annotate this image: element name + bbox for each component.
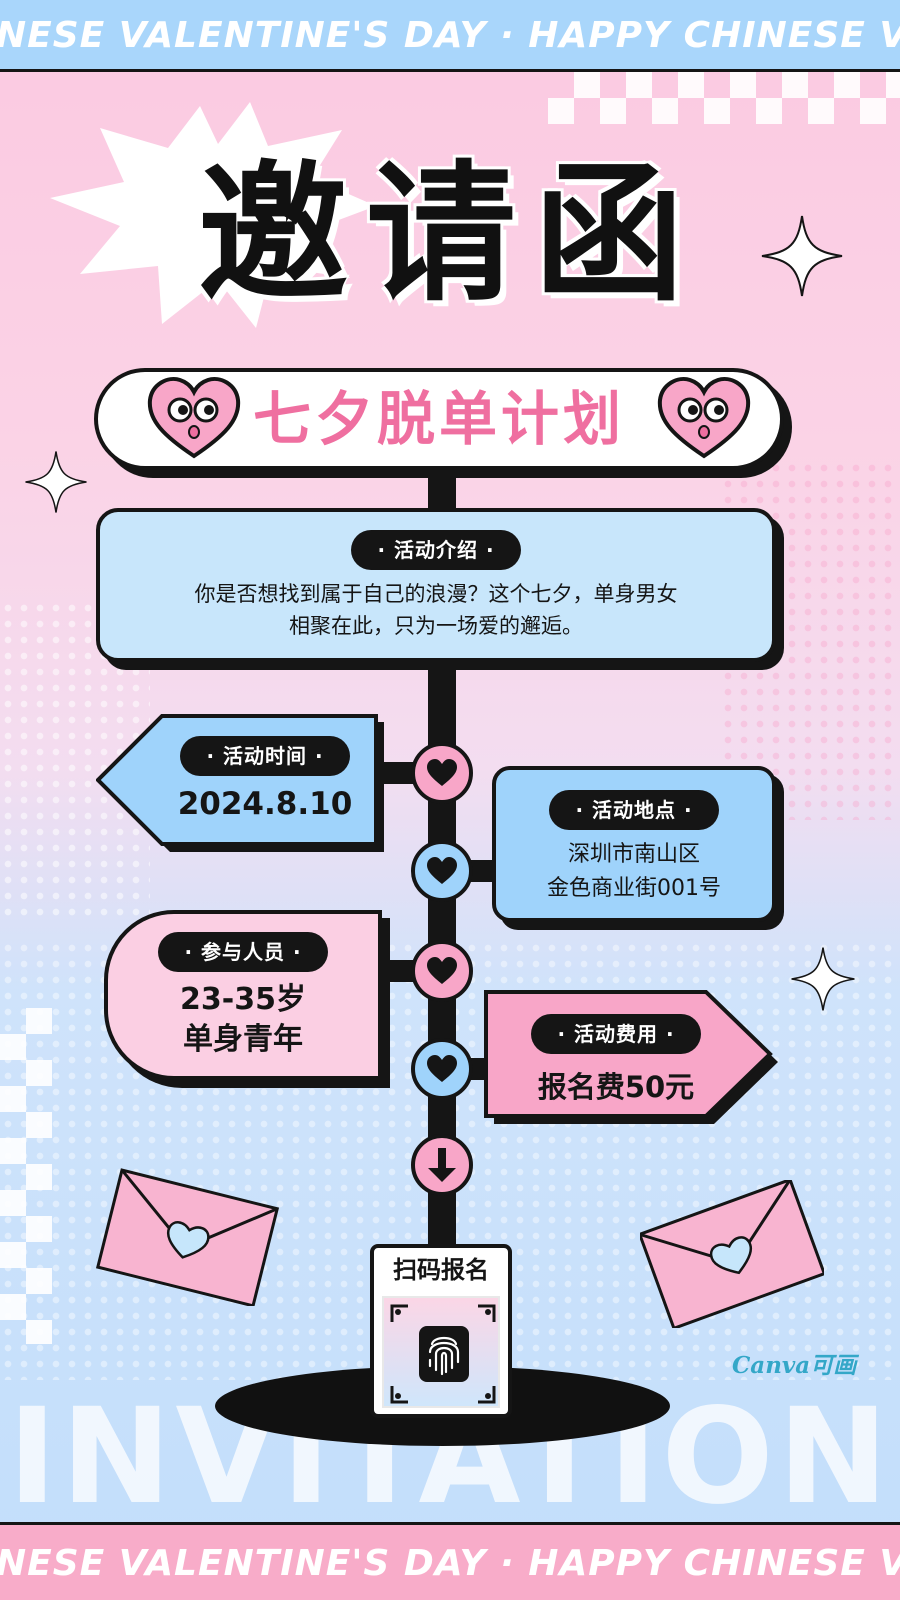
signup-label: 扫码报名 (393, 1256, 489, 1284)
heart-node (411, 742, 473, 804)
signup-board: 扫码报名 (370, 1244, 512, 1418)
heart-node (411, 940, 473, 1002)
fingerprint-icon (390, 1304, 496, 1404)
heart-icon (427, 957, 457, 984)
bottom-marquee-text: NESE VALENTINE'S DAY · HAPPY CHINESE VAL… (0, 1543, 900, 1584)
location-card: · 活动地点 · 深圳市南山区 金色商业街001号 (492, 766, 776, 922)
sparkle-icon (791, 947, 855, 1011)
participants-label: · 参与人员 · (158, 932, 328, 972)
participants-card: · 参与人员 · 23-35岁 单身青年 (104, 910, 382, 1080)
heart-icon (427, 759, 457, 786)
envelope-icon (96, 1168, 280, 1306)
sparkle-icon (761, 215, 843, 297)
top-marquee-band: NESE VALENTINE'S DAY · HAPPY CHINESE VAL… (0, 0, 900, 72)
envelope-icon (640, 1180, 824, 1328)
time-value: 2024.8.10 (177, 786, 353, 822)
heart-face-icon (147, 377, 241, 459)
heart-node (411, 840, 473, 902)
top-marquee-text: NESE VALENTINE'S DAY · HAPPY CHINESE VAL… (0, 15, 900, 56)
intro-line-1: 你是否想找到属于自己的浪漫？这个七夕，单身男女 (194, 582, 678, 606)
fee-sign: · 活动费用 · 报名费50元 (498, 1014, 734, 1106)
heart-node (411, 1038, 473, 1100)
fee-value: 报名费50元 (537, 1070, 695, 1104)
time-sign: · 活动时间 · 2024.8.10 (160, 736, 370, 822)
subtitle-banner: 七夕脱单计划 (94, 368, 784, 470)
intro-card: · 活动介绍 · 你是否想找到属于自己的浪漫？这个七夕，单身男女 相聚在此，只为… (96, 508, 776, 662)
intro-label: · 活动介绍 · (351, 530, 521, 570)
arrow-down-icon (428, 1148, 456, 1182)
intro-line-2: 相聚在此，只为一场爱的邂逅。 (289, 614, 583, 638)
canva-watermark: Canva可画 (732, 1352, 857, 1379)
subtitle-text: 七夕脱单计划 (252, 385, 625, 453)
fee-label: · 活动费用 · (531, 1014, 701, 1054)
participants-line-1: 23-35岁 (180, 982, 306, 1017)
sparkle-icon (25, 451, 87, 513)
location-line-2: 金色商业街001号 (547, 876, 721, 901)
qr-code-area[interactable] (382, 1296, 500, 1408)
checker-pattern-left (0, 1008, 52, 1344)
arrow-node (411, 1134, 473, 1196)
starburst-shape (50, 102, 376, 328)
bottom-marquee-band: NESE VALENTINE'S DAY · HAPPY CHINESE VAL… (0, 1522, 900, 1600)
heart-icon (427, 857, 457, 884)
location-line-1: 深圳市南山区 (567, 842, 700, 867)
time-label: · 活动时间 · (180, 736, 350, 776)
location-label: · 活动地点 · (549, 790, 719, 830)
heart-icon (427, 1055, 457, 1082)
participants-line-2: 单身青年 (183, 1022, 303, 1057)
checker-pattern-top-right (548, 72, 900, 124)
heart-face-icon (657, 377, 751, 459)
page-title: 邀请函 (197, 148, 702, 322)
